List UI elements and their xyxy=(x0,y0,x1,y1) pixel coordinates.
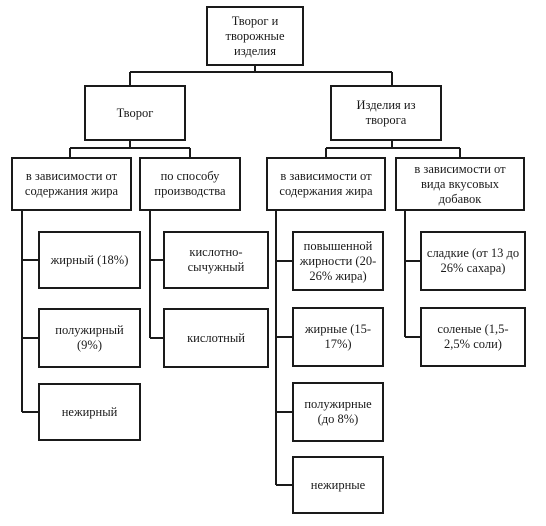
leaf-izdeliya-salty: соленые (1,5-2,5% соли) xyxy=(420,307,526,367)
node-tvorog-label: Творог xyxy=(116,105,154,120)
leaf-izdeliya-fat: жирные (15-17%) xyxy=(292,307,384,367)
node-izdeliya-by-flavor-label: в зависимости от вида вкусовых добавок xyxy=(414,161,506,206)
node-izdeliya: Изделия из творога xyxy=(330,85,442,141)
node-tvorog: Творог xyxy=(84,85,186,141)
leaf-label: полужирные (до 8%) xyxy=(304,397,372,426)
node-tvorog-by-fat-label: в зависимости от содержания жира xyxy=(24,169,119,198)
node-izdeliya-by-fat-label: в зависимости от содержания жира xyxy=(279,169,373,198)
node-tvorog-by-method: по способу производства xyxy=(139,157,241,211)
leaf-label: кислотно-сычужный xyxy=(187,245,245,274)
leaf-tvorog-acid: кислотный xyxy=(163,308,269,368)
node-izdeliya-by-fat: в зависимости от содержания жира xyxy=(266,157,386,211)
leaf-label: повышенной жирности (20-26% жира) xyxy=(299,238,377,283)
leaf-label: жирный (18%) xyxy=(50,252,129,267)
node-tvorog-by-method-label: по способу производства xyxy=(154,169,226,198)
leaf-izdeliya-high-fat: повышенной жирности (20-26% жира) xyxy=(292,231,384,291)
leaf-tvorog-fat-18: жирный (18%) xyxy=(38,231,141,289)
leaf-label: кислотный xyxy=(187,330,245,345)
leaf-tvorog-non-fat: нежирный xyxy=(38,383,141,441)
leaf-izdeliya-non-fat: нежирные xyxy=(292,456,384,514)
leaf-label: соленые (1,5-2,5% соли) xyxy=(437,322,509,351)
leaf-tvorog-semi-fat-9: полужирный (9%) xyxy=(38,308,141,368)
leaf-label: нежирный xyxy=(61,404,118,419)
node-root-label: Творог и творожные изделия xyxy=(225,13,285,58)
node-tvorog-by-fat: в зависимости от содержания жира xyxy=(11,157,132,211)
leaf-tvorog-acid-rennet: кислотно-сычужный xyxy=(163,231,269,289)
node-izdeliya-label: Изделия из творога xyxy=(356,98,416,127)
leaf-label: полужирный (9%) xyxy=(55,323,124,352)
leaf-label: сладкие (от 13 до 26% сахара) xyxy=(426,246,520,275)
leaf-izdeliya-semi-fat: полужирные (до 8%) xyxy=(292,382,384,442)
leaf-izdeliya-sweet: сладкие (от 13 до 26% сахара) xyxy=(420,231,526,291)
leaf-label: жирные (15-17%) xyxy=(304,322,372,351)
node-izdeliya-by-flavor: в зависимости от вида вкусовых добавок xyxy=(395,157,525,211)
node-root: Творог и творожные изделия xyxy=(206,6,304,66)
leaf-label: нежирные xyxy=(310,477,366,492)
